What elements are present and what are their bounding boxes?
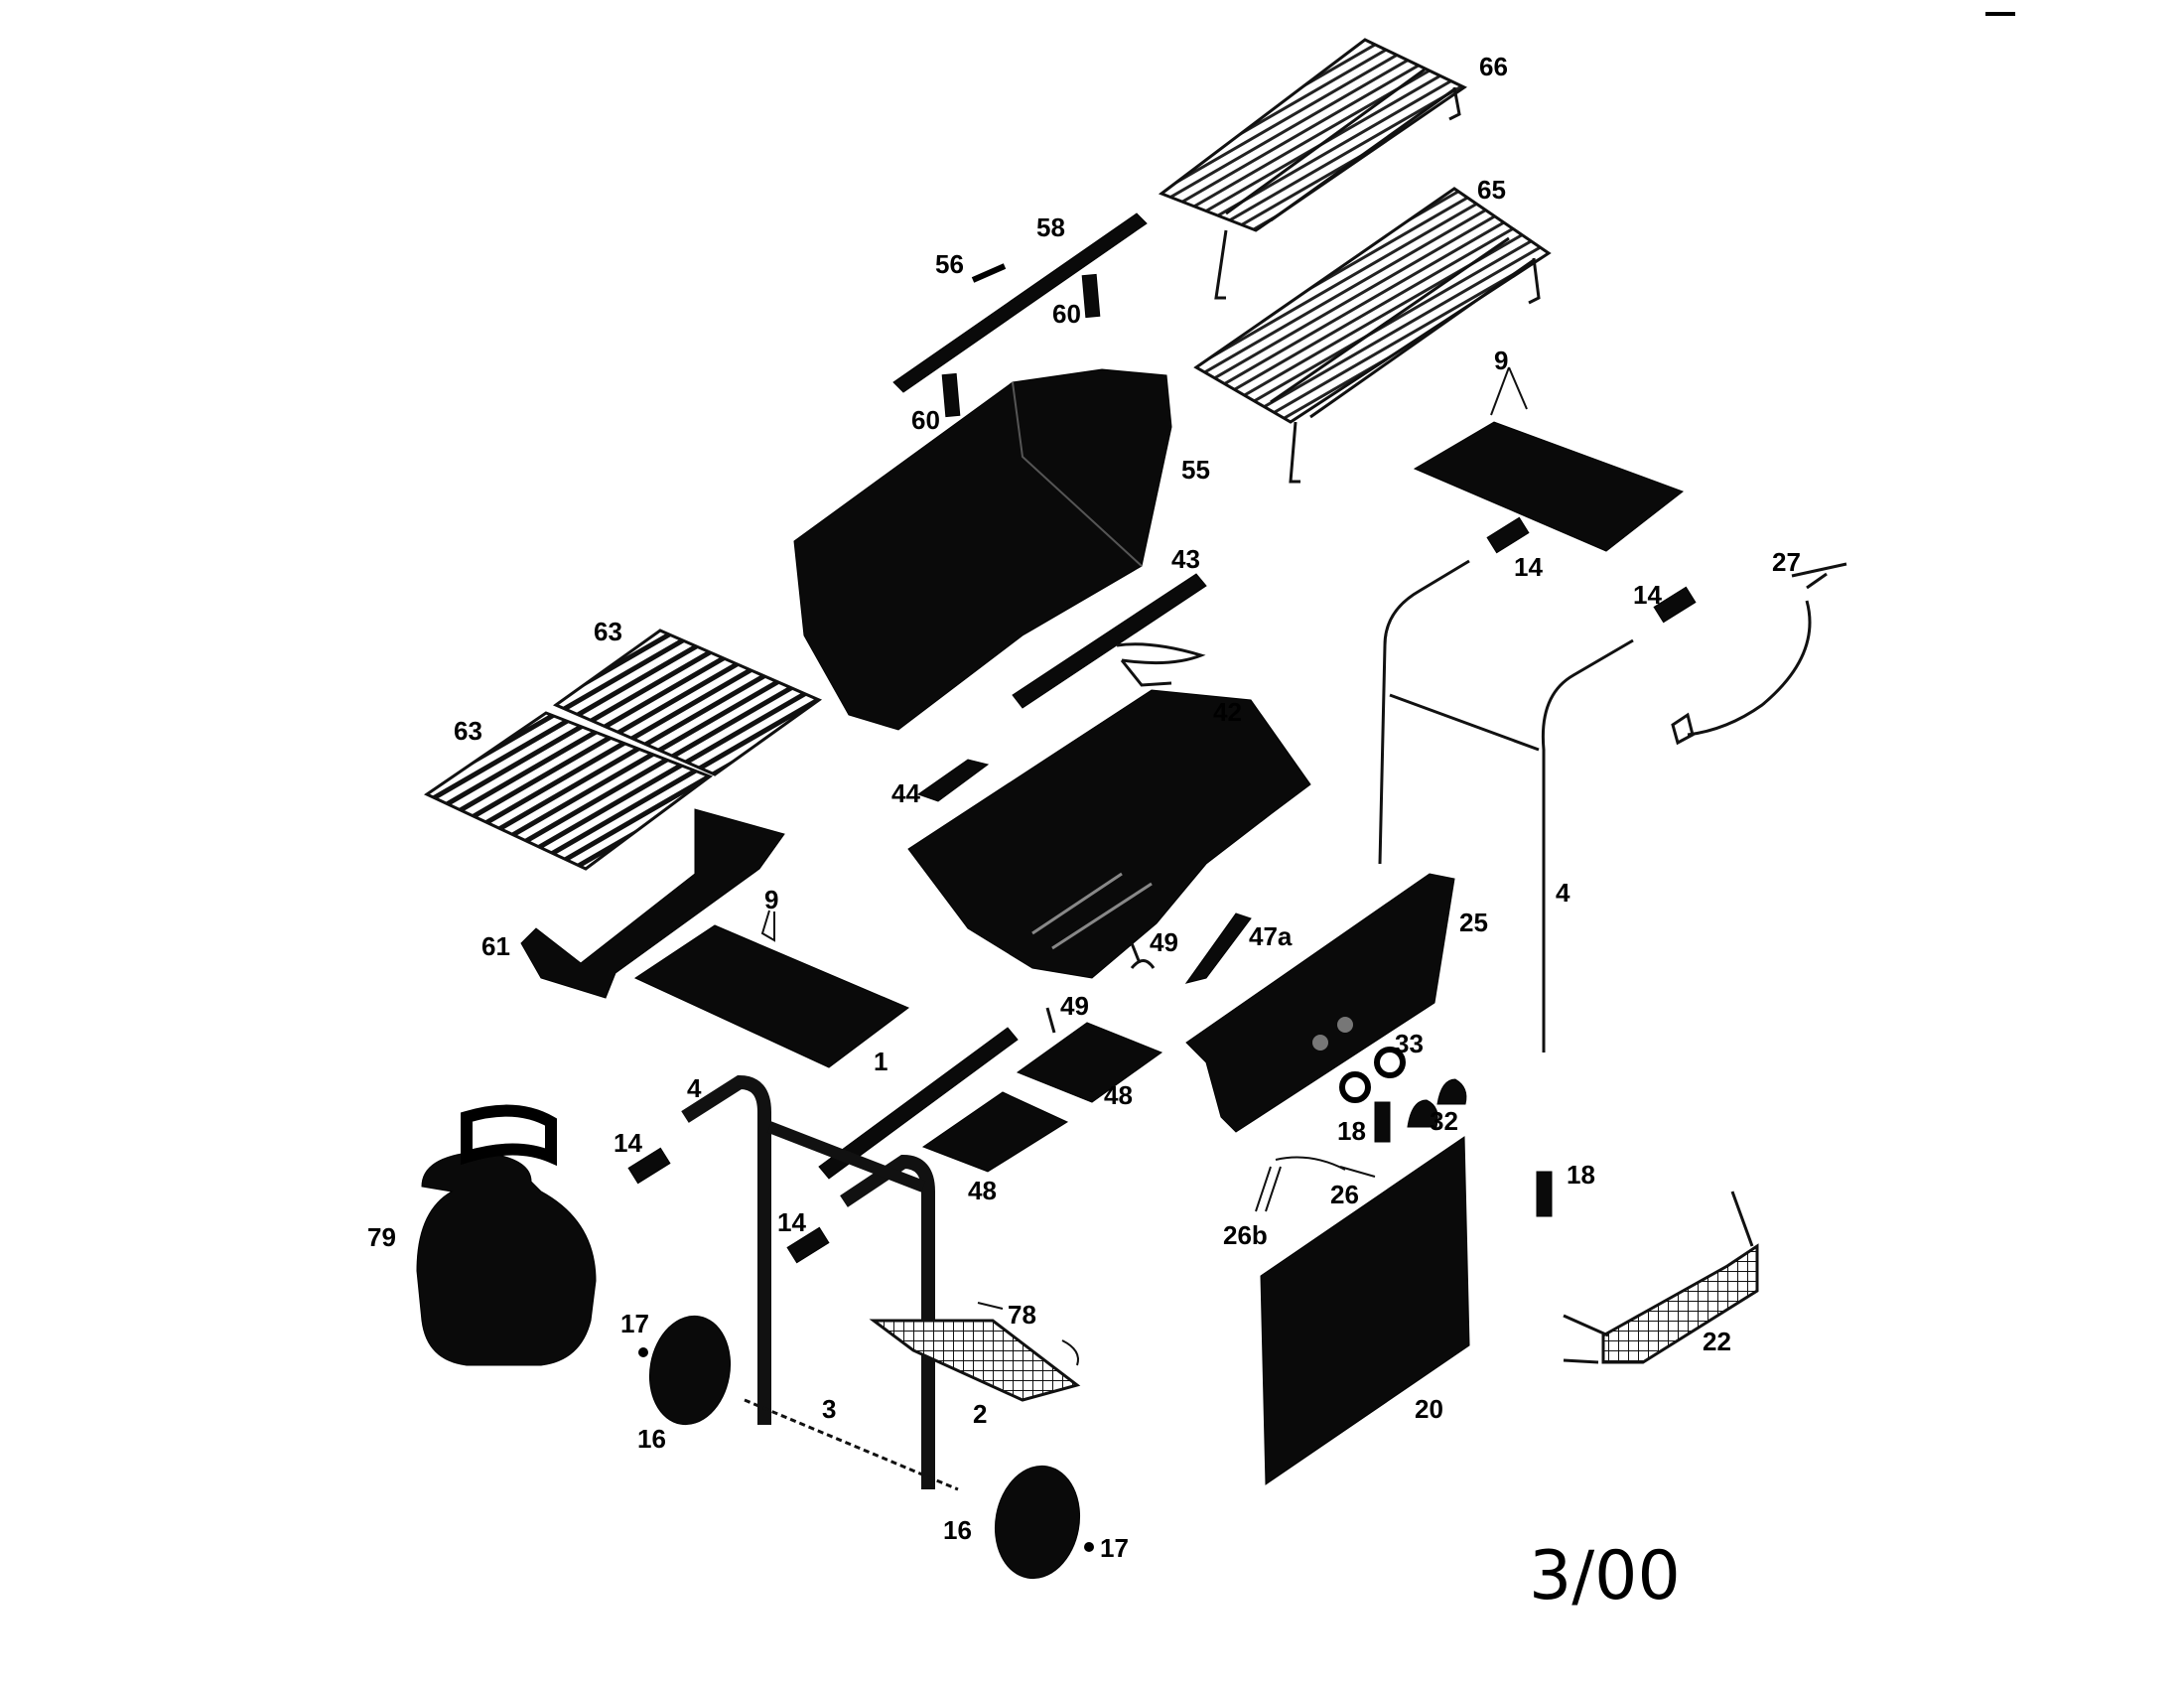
- leg-frame-4-left: [681, 1074, 935, 1489]
- callout-4-right: 4: [1556, 878, 1570, 908]
- warming-rack-66: [1158, 38, 1467, 300]
- side-shelf-9-left: [633, 910, 909, 1068]
- firebox-42: [907, 689, 1311, 979]
- plate-44: [916, 759, 990, 802]
- callout-1: 1: [874, 1047, 887, 1076]
- burner-43: [1012, 573, 1207, 709]
- leg-frame-4-right: [1378, 559, 1634, 1052]
- wire-26b: [1255, 1166, 1282, 1212]
- hub-17-a: [638, 1347, 648, 1357]
- grill-lid-55: [793, 368, 1172, 731]
- callout-43: 43: [1171, 544, 1200, 574]
- basket-22: [1563, 1191, 1759, 1364]
- cooking-grate-63-rear: [552, 629, 823, 776]
- callout-9-right: 9: [1494, 346, 1508, 375]
- callout-49-b: 49: [1060, 991, 1089, 1021]
- callout-16-a: 16: [637, 1424, 666, 1454]
- wire-26: [1275, 1156, 1376, 1178]
- callout-56: 56: [935, 249, 964, 279]
- cooking-grate-63-front: [423, 711, 714, 871]
- callout-63-b: 63: [454, 716, 482, 746]
- callout-58: 58: [1036, 212, 1065, 242]
- plate-47a: [1184, 912, 1252, 984]
- callout-60-a: 60: [1052, 299, 1081, 329]
- callout-33: 33: [1395, 1029, 1424, 1058]
- callout-49-a: 49: [1150, 927, 1178, 957]
- side-shelf-9-right: [1413, 366, 1685, 552]
- end-cap-14-d: [786, 1226, 830, 1264]
- callout-14-d: 14: [777, 1207, 806, 1237]
- callout-55: 55: [1181, 455, 1210, 485]
- rail-1: [818, 1027, 1019, 1180]
- callout-17-b: 17: [1100, 1533, 1129, 1563]
- callout-22: 22: [1703, 1327, 1731, 1356]
- callout-26b: 26b: [1223, 1220, 1268, 1250]
- knob-32-a: [1407, 1099, 1438, 1128]
- callout-47a: 47a: [1249, 921, 1293, 951]
- callout-32: 32: [1430, 1106, 1458, 1136]
- panel-48-upper: [1016, 1022, 1163, 1103]
- callout-60-b: 60: [911, 405, 940, 435]
- axle-3: [744, 1398, 959, 1491]
- callout-4-left: 4: [687, 1073, 702, 1103]
- callout-48-b: 48: [968, 1176, 997, 1205]
- knob-33-b: [1374, 1047, 1406, 1078]
- propane-tank-79: [416, 1104, 597, 1366]
- callout-25: 25: [1459, 908, 1488, 937]
- corner-mark: [1985, 12, 2015, 16]
- callout-66: 66: [1479, 52, 1508, 81]
- end-cap-14-c: [627, 1147, 671, 1185]
- wheel-16-b: [994, 1465, 1081, 1580]
- panel-48-lower: [921, 1091, 1069, 1173]
- clip-49-a: [1130, 942, 1156, 969]
- date-code: 3/00: [1529, 1537, 1681, 1615]
- callout-14-c: 14: [614, 1128, 642, 1158]
- hub-17-b: [1084, 1542, 1094, 1552]
- callout-3: 3: [822, 1394, 836, 1424]
- callout-14-b: 14: [1633, 580, 1662, 610]
- clip-78: [977, 1302, 1004, 1310]
- callout-63-a: 63: [594, 617, 622, 646]
- callout-44: 44: [891, 778, 920, 808]
- callout-2: 2: [973, 1399, 987, 1429]
- clip-49-b: [1045, 1007, 1056, 1034]
- callout-14-a: 14: [1514, 552, 1543, 582]
- callout-17-a: 17: [620, 1309, 649, 1338]
- callout-65: 65: [1477, 175, 1506, 205]
- door-panel-20: [1260, 1136, 1470, 1485]
- callout-20: 20: [1415, 1394, 1443, 1424]
- end-cap-14-b: [1653, 586, 1697, 624]
- warming-rack-65: [1193, 187, 1552, 484]
- control-panel-25: [1185, 873, 1455, 1133]
- wheel-16-a: [648, 1315, 732, 1426]
- callout-78: 78: [1008, 1300, 1036, 1330]
- callout-16-b: 16: [943, 1515, 972, 1545]
- callout-48-a: 48: [1104, 1080, 1133, 1110]
- ignitor-18-b: [1536, 1171, 1553, 1217]
- callout-27: 27: [1772, 547, 1801, 577]
- callout-9-left: 9: [764, 885, 778, 914]
- callout-61: 61: [481, 931, 510, 961]
- end-cap-14-a: [1486, 516, 1530, 554]
- knob-33-a: [1339, 1071, 1371, 1103]
- side-shelf-support-61: [520, 808, 785, 999]
- callout-79: 79: [367, 1222, 396, 1252]
- knob-32-b: [1436, 1078, 1467, 1105]
- bottom-tray-2: [869, 1319, 1081, 1402]
- callout-18-a: 18: [1337, 1116, 1366, 1146]
- ignitor-18-a: [1374, 1101, 1391, 1143]
- callout-42: 42: [1213, 697, 1242, 727]
- regulator-hose-27: [1671, 562, 1847, 746]
- callout-26: 26: [1330, 1180, 1359, 1209]
- lid-handle-58: [892, 212, 1148, 418]
- callout-18-b: 18: [1567, 1160, 1595, 1190]
